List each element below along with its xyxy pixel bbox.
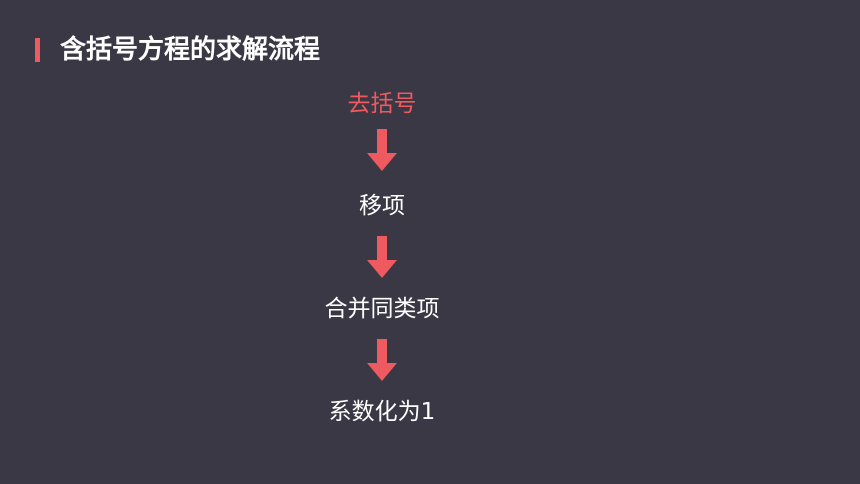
arrow-down-icon-shaft	[377, 236, 387, 262]
flow-step-remove-parentheses: 去括号	[347, 91, 417, 117]
arrow-down-icon-head	[367, 363, 397, 381]
title-accent-bar	[35, 38, 40, 62]
arrow-down-icon	[367, 236, 397, 278]
flow-step-coefficient-to-one: 系数化为1	[328, 399, 436, 425]
arrow-down-icon-shaft	[377, 339, 387, 365]
arrow-down-icon-shaft	[377, 129, 387, 155]
flow-step-transpose-terms: 移项	[359, 193, 405, 219]
arrow-down-icon-head	[367, 260, 397, 278]
flow-step-combine-like-terms: 合并同类项	[324, 296, 440, 322]
arrow-down-icon-head	[367, 153, 397, 171]
arrow-down-icon	[367, 339, 397, 381]
slide-title: 含括号方程的求解流程	[60, 35, 321, 65]
arrow-down-icon	[367, 129, 397, 171]
